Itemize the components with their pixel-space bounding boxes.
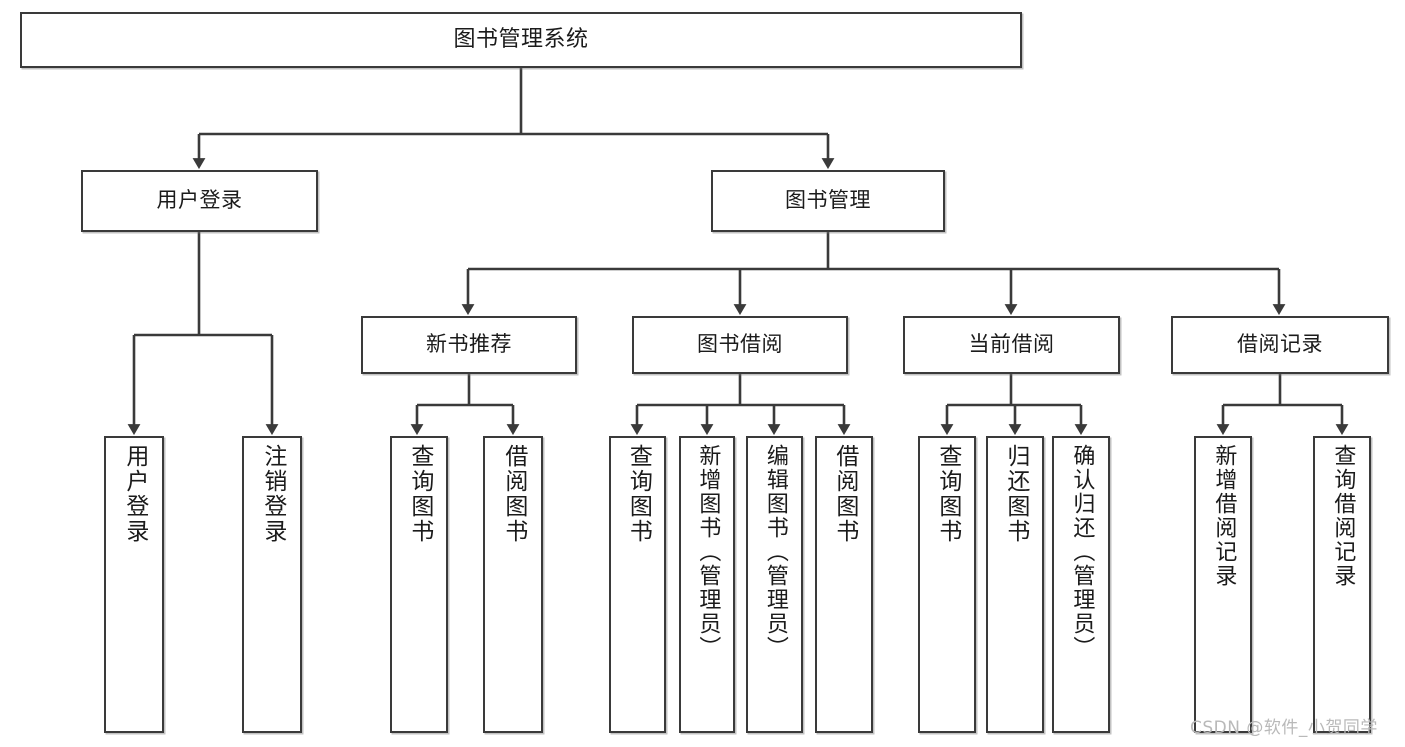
node-leaf-return-book[interactable]: 归还图书	[986, 436, 1044, 733]
node-leaf-add-record[interactable]: 新增借阅记录	[1194, 436, 1252, 733]
node-book-manage-label: 图书管理	[785, 188, 871, 213]
node-borrow-record-label: 借阅记录	[1237, 332, 1323, 357]
node-user-login[interactable]: 用户登录	[81, 170, 318, 232]
node-leaf-logout-label: 注销登录	[259, 444, 286, 544]
node-new-book-rec-label: 新书推荐	[426, 332, 512, 357]
node-leaf-query-record[interactable]: 查询借阅记录	[1313, 436, 1371, 733]
node-leaf-add-book-label: 新增图书（管理员）	[695, 444, 721, 660]
node-leaf-return-book-label: 归还图书	[1002, 444, 1029, 544]
node-leaf-edit-book[interactable]: 编辑图书（管理员）	[746, 436, 803, 733]
node-leaf-edit-book-label: 编辑图书（管理员）	[762, 444, 788, 660]
node-leaf-add-book[interactable]: 新增图书（管理员）	[679, 436, 735, 733]
node-leaf-query-book-3-label: 查询图书	[934, 444, 961, 544]
node-leaf-query-record-label: 查询借阅记录	[1330, 444, 1356, 588]
node-leaf-query-book-3[interactable]: 查询图书	[918, 436, 976, 733]
node-leaf-borrow-book-2[interactable]: 借阅图书	[815, 436, 873, 733]
node-book-manage[interactable]: 图书管理	[711, 170, 945, 232]
node-leaf-query-book-1-label: 查询图书	[406, 444, 433, 544]
node-leaf-add-record-label: 新增借阅记录	[1211, 444, 1237, 588]
node-leaf-borrow-book-1-label: 借阅图书	[500, 444, 527, 544]
node-leaf-confirm-return[interactable]: 确认归还（管理员）	[1052, 436, 1110, 733]
node-leaf-user-login[interactable]: 用户登录	[104, 436, 164, 733]
node-root-label: 图书管理系统	[453, 26, 589, 52]
node-user-login-label: 用户登录	[156, 188, 243, 213]
node-new-book-rec[interactable]: 新书推荐	[361, 316, 577, 374]
node-book-borrow-label: 图书借阅	[697, 332, 783, 357]
node-leaf-logout[interactable]: 注销登录	[242, 436, 302, 733]
node-book-borrow[interactable]: 图书借阅	[632, 316, 848, 374]
node-leaf-borrow-book-2-label: 借阅图书	[831, 444, 858, 544]
node-root[interactable]: 图书管理系统	[20, 12, 1022, 68]
node-current-borrow[interactable]: 当前借阅	[903, 316, 1120, 374]
node-leaf-confirm-return-label: 确认归还（管理员）	[1069, 444, 1095, 660]
node-leaf-user-login-label: 用户登录	[121, 444, 148, 544]
node-leaf-borrow-book-1[interactable]: 借阅图书	[483, 436, 543, 733]
node-current-borrow-label: 当前借阅	[968, 332, 1055, 357]
node-borrow-record[interactable]: 借阅记录	[1171, 316, 1389, 374]
watermark: CSDN @软件_小贺同学	[1190, 718, 1378, 738]
node-leaf-query-book-2[interactable]: 查询图书	[609, 436, 666, 733]
node-leaf-query-book-1[interactable]: 查询图书	[390, 436, 448, 733]
node-leaf-query-book-2-label: 查询图书	[625, 444, 652, 544]
